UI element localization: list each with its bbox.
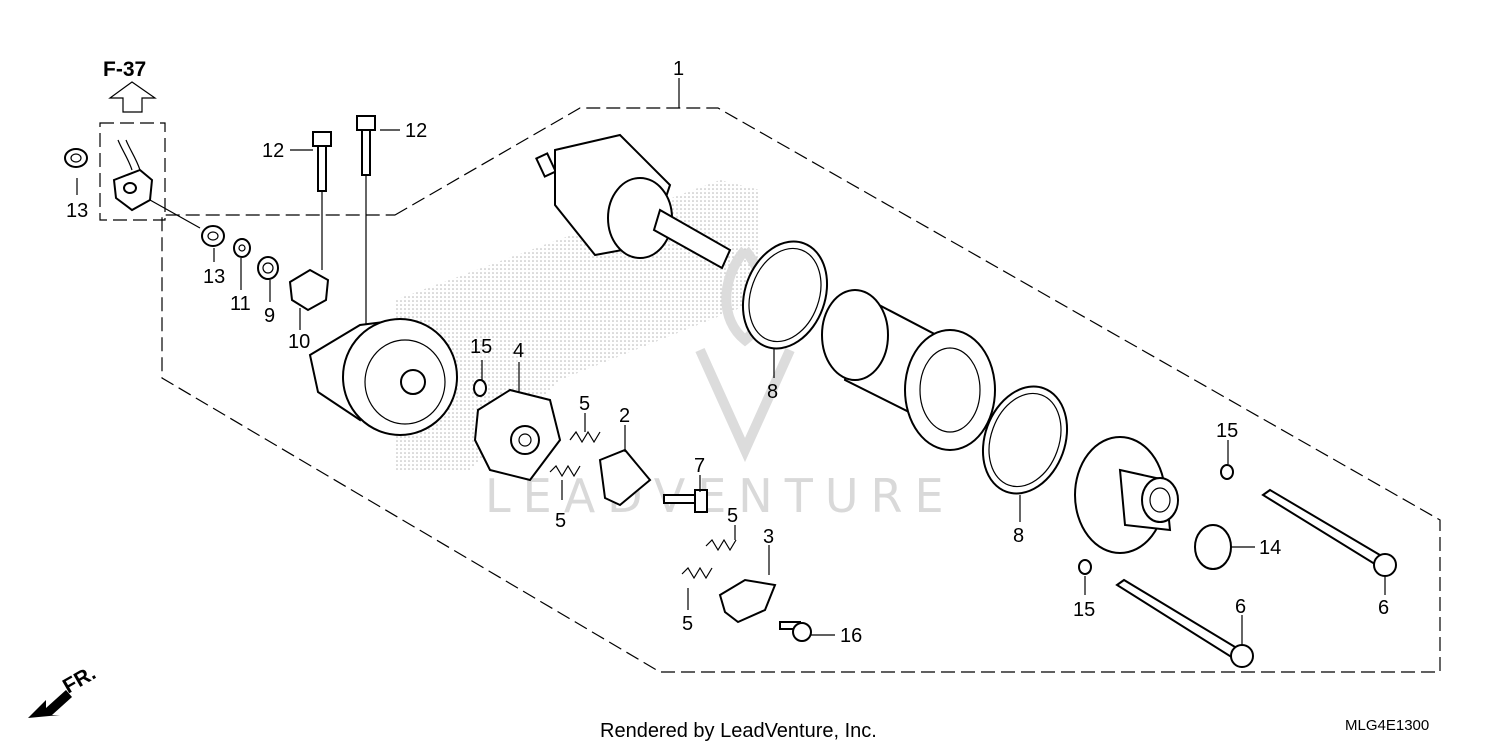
callout-6-right: 6	[1378, 597, 1389, 619]
callout-8-upper: 8	[767, 381, 778, 403]
washer-11	[233, 238, 251, 258]
callout-5-c: 5	[727, 505, 738, 527]
o-ring-14	[1194, 524, 1232, 570]
callout-13-lower: 13	[203, 266, 225, 288]
callout-8-lower: 8	[1013, 525, 1024, 547]
callout-1: 1	[673, 58, 684, 80]
bolt-12-left	[312, 131, 332, 270]
sub-assembly-box	[99, 122, 166, 221]
o-ring-9	[257, 256, 279, 280]
yoke	[821, 289, 996, 451]
callout-15-lower-right: 15	[1073, 599, 1095, 621]
assembly-outline	[161, 107, 1441, 673]
long-bolt-6-right	[1261, 488, 1397, 577]
brush-2	[598, 448, 652, 507]
callout-9: 9	[264, 305, 275, 327]
washer-15-lower-right	[1078, 559, 1092, 575]
nut-13-top	[64, 148, 88, 168]
front-cover	[1074, 436, 1179, 554]
front-arrow-icon	[28, 690, 72, 718]
callout-5-b: 5	[555, 510, 566, 532]
armature	[535, 133, 732, 270]
diagram-code: MLG4E1300	[1345, 717, 1429, 734]
leader-lines	[76, 78, 1386, 645]
rear-cover	[308, 318, 458, 436]
callout-4: 4	[513, 340, 524, 362]
callout-11: 11	[230, 293, 251, 315]
callout-12-left: 12	[262, 140, 284, 162]
callout-3: 3	[763, 526, 774, 548]
washer-15-upper-right	[1220, 464, 1234, 480]
callout-15-upper-right: 15	[1216, 420, 1238, 442]
callout-7: 7	[694, 455, 705, 477]
callout-16: 16	[840, 625, 862, 647]
o-ring-8-upper	[741, 240, 829, 350]
callout-15-left: 15	[470, 336, 492, 358]
callout-5-d: 5	[682, 613, 693, 635]
callout-13-top: 13	[66, 200, 88, 222]
bolt-12-right	[356, 115, 376, 328]
brush-3	[718, 578, 777, 624]
screw-7	[663, 489, 708, 513]
callout-2: 2	[619, 405, 630, 427]
terminal-hole	[123, 182, 137, 194]
screw-16	[779, 621, 812, 642]
callout-5-a: 5	[579, 393, 590, 415]
long-bolt-6-lower	[1115, 578, 1254, 668]
insulator-10	[288, 268, 330, 312]
nut-13-lower	[201, 225, 225, 247]
up-arrow	[108, 81, 157, 113]
spring-5-d	[681, 566, 713, 580]
callout-14: 14	[1259, 537, 1281, 559]
washer-15-left	[473, 379, 487, 397]
spring-5-a	[569, 430, 601, 444]
spring-5-c	[705, 538, 737, 552]
terminal-wire	[117, 139, 133, 171]
ref-label-f37: F-37	[103, 58, 146, 81]
axis-line-terminal	[149, 199, 201, 229]
terminal-wire-2	[125, 139, 141, 171]
brush-holder-4	[473, 388, 562, 482]
credit-text: Rendered by LeadVenture, Inc.	[600, 720, 877, 742]
shading-area	[395, 180, 760, 470]
callout-6-lower: 6	[1235, 596, 1246, 618]
callout-10: 10	[288, 331, 310, 353]
spring-5-b	[549, 464, 581, 478]
o-ring-8-lower	[981, 385, 1069, 495]
callout-12-right: 12	[405, 120, 427, 142]
